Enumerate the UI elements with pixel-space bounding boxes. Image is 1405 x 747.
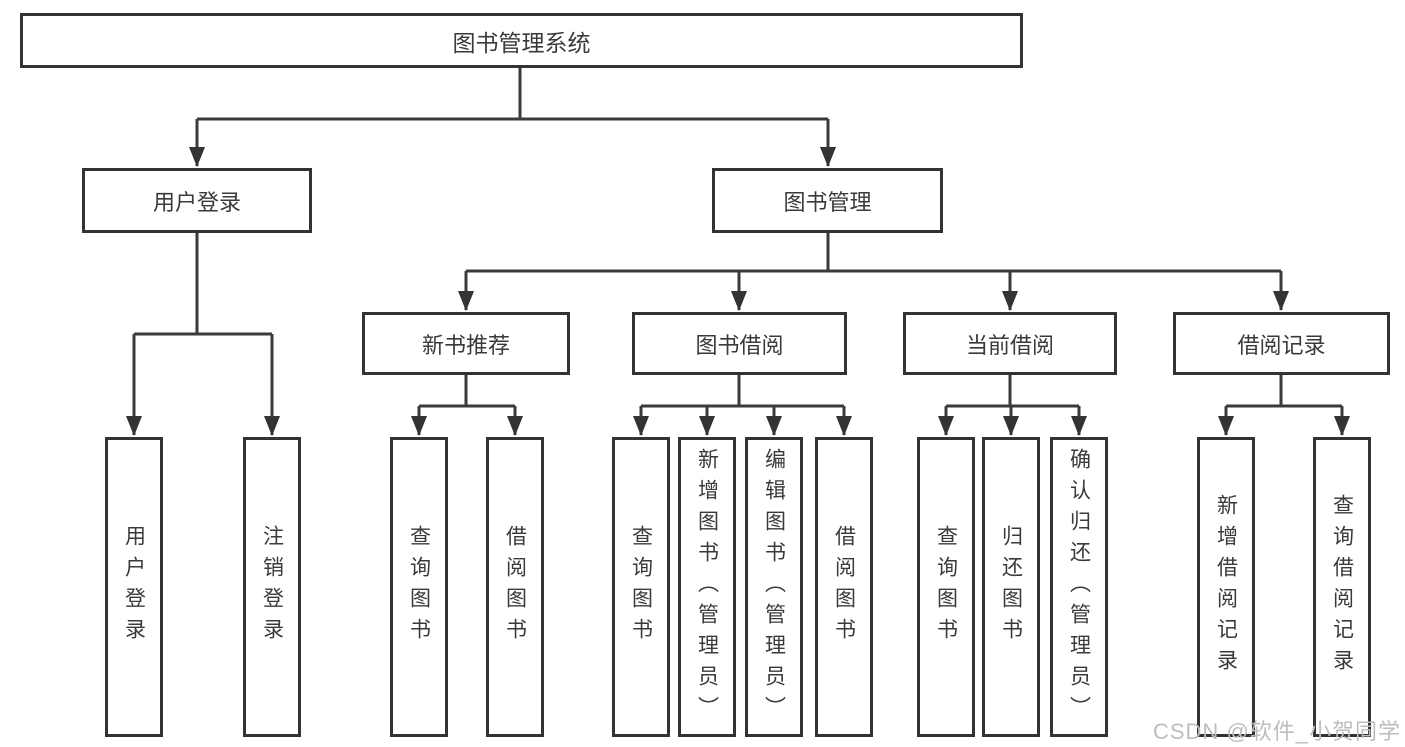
csdn-watermark: CSDN @软件_小贺同学	[1152, 719, 1401, 744]
node-new-book-recommendation: 新书推荐	[362, 312, 570, 375]
leaf-borrow-books-borrowing: 借阅图书	[815, 437, 873, 737]
leaf-confirm-return-admin: 确认归还（管理员）	[1050, 437, 1108, 737]
leaf-query-books-current: 查询图书	[917, 437, 975, 737]
leaf-user-login: 用户登录	[105, 437, 163, 737]
leaf-logout: 注销登录	[243, 437, 301, 737]
connector-arrows	[126, 119, 1350, 436]
connector-trunks	[134, 68, 1342, 408]
leaf-return-books: 归还图书	[982, 437, 1040, 737]
leaf-query-books-recommend: 查询图书	[390, 437, 448, 737]
leaf-edit-books-admin: 编辑图书（管理员）	[745, 437, 803, 737]
node-book-borrowing: 图书借阅	[632, 312, 847, 375]
node-user-login: 用户登录	[82, 168, 312, 233]
node-book-management: 图书管理	[712, 168, 943, 233]
node-borrowing-records: 借阅记录	[1173, 312, 1390, 375]
node-current-borrowing: 当前借阅	[903, 312, 1117, 375]
leaf-add-books-admin: 新增图书（管理员）	[678, 437, 736, 737]
leaf-query-books-borrowing: 查询图书	[612, 437, 670, 737]
leaf-add-borrow-record: 新增借阅记录	[1197, 437, 1255, 737]
leaf-query-borrow-record: 查询借阅记录	[1313, 437, 1371, 737]
leaf-borrow-books-recommend: 借阅图书	[486, 437, 544, 737]
node-library-management-system: 图书管理系统	[20, 13, 1023, 68]
